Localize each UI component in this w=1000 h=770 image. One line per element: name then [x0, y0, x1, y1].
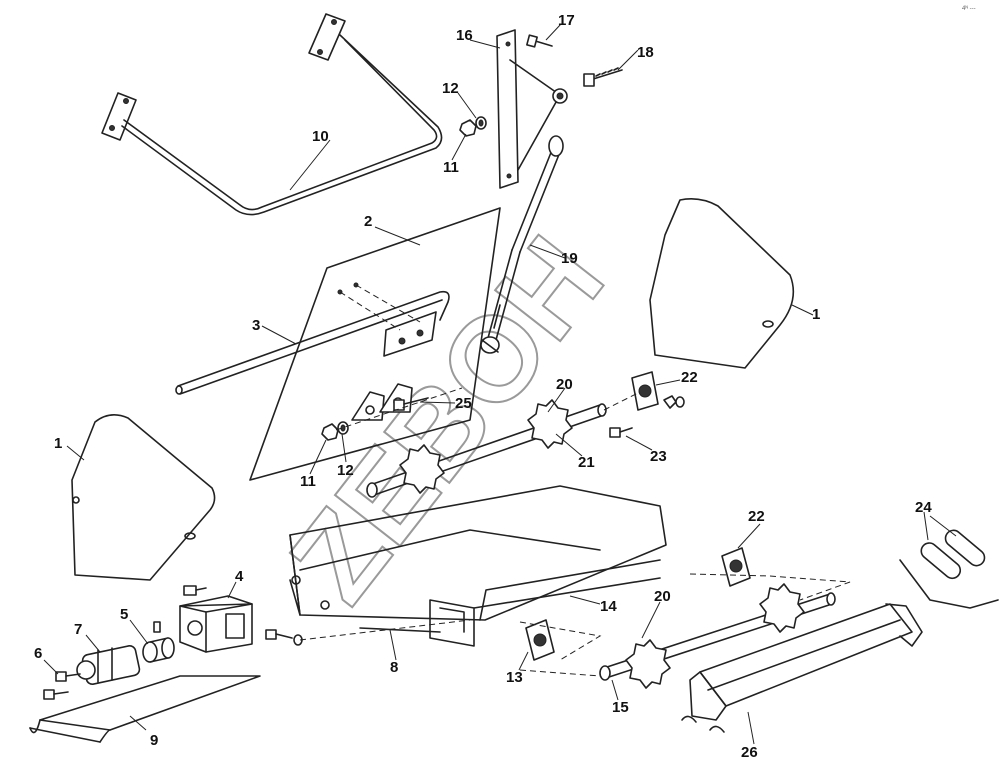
callout-12-top: 12 [442, 80, 459, 97]
part-9-plate [29, 675, 261, 743]
part-15-shaft-lower [599, 583, 836, 689]
part-5-bushing [142, 621, 175, 663]
callout-25: 25 [455, 395, 472, 412]
callout-8: 8 [390, 659, 398, 676]
part-16-bracket [496, 29, 568, 189]
part-8-main-frame [289, 485, 667, 633]
part-24-links [899, 529, 999, 609]
callout-1-left: 1 [54, 435, 62, 452]
part-14-channel [429, 577, 661, 647]
part-21-shaft-upper [366, 399, 607, 498]
part-3-rod [175, 290, 450, 395]
callout-9: 9 [150, 732, 158, 749]
callout-24: 24 [915, 499, 932, 516]
part-7-motor [76, 645, 141, 685]
callout-19: 19 [561, 250, 578, 267]
callout-20-upper: 20 [556, 376, 573, 393]
part-1-right-side-cover [649, 198, 795, 369]
fasteners-top [459, 34, 623, 137]
callout-6: 6 [34, 645, 42, 662]
callout-2: 2 [364, 213, 372, 230]
callout-5: 5 [120, 606, 128, 623]
callout-22-upper: 22 [681, 369, 698, 386]
callout-18: 18 [637, 44, 654, 61]
callout-14: 14 [600, 598, 617, 615]
callout-15: 15 [612, 699, 629, 716]
part-4-housing [179, 585, 253, 653]
callout-16: 16 [456, 27, 473, 44]
callout-22-lower: 22 [748, 508, 765, 525]
part-19-gas-spring [480, 135, 564, 354]
callout-3: 3 [252, 317, 260, 334]
fasteners-left [321, 383, 463, 441]
part-22-bearing-lower [689, 547, 851, 601]
callout-20-lower: 20 [654, 588, 671, 605]
part-10-handle [101, 13, 443, 216]
callout-17: 17 [558, 12, 575, 29]
watermark: ZEBOH [265, 213, 629, 626]
callouts: 1 1 2 3 4 5 6 7 8 9 10 11 11 12 12 13 14… [34, 12, 932, 761]
corner-mark: 4ᴺ --- [962, 5, 976, 12]
part-2-cover-plate [249, 207, 501, 481]
leader-lines [43, 23, 957, 745]
callout-13: 13 [506, 669, 523, 686]
callout-23: 23 [650, 448, 667, 465]
callout-10: 10 [312, 128, 329, 145]
callout-11-top: 11 [443, 159, 459, 176]
part-1-left-side-cover [71, 414, 216, 581]
callout-1-right: 1 [812, 306, 820, 323]
callout-12-left: 12 [337, 462, 354, 479]
bolt-8-side [265, 619, 471, 646]
part-13-bearing [519, 619, 602, 677]
callout-7: 7 [74, 621, 82, 638]
part-26-conveyor [681, 603, 923, 733]
part-6-bolts [43, 671, 81, 700]
callout-21: 21 [578, 454, 595, 471]
part-22-bearing-upper [603, 371, 685, 438]
callout-4: 4 [235, 568, 244, 585]
callout-11-left: 11 [300, 473, 316, 490]
callout-26: 26 [741, 744, 758, 761]
